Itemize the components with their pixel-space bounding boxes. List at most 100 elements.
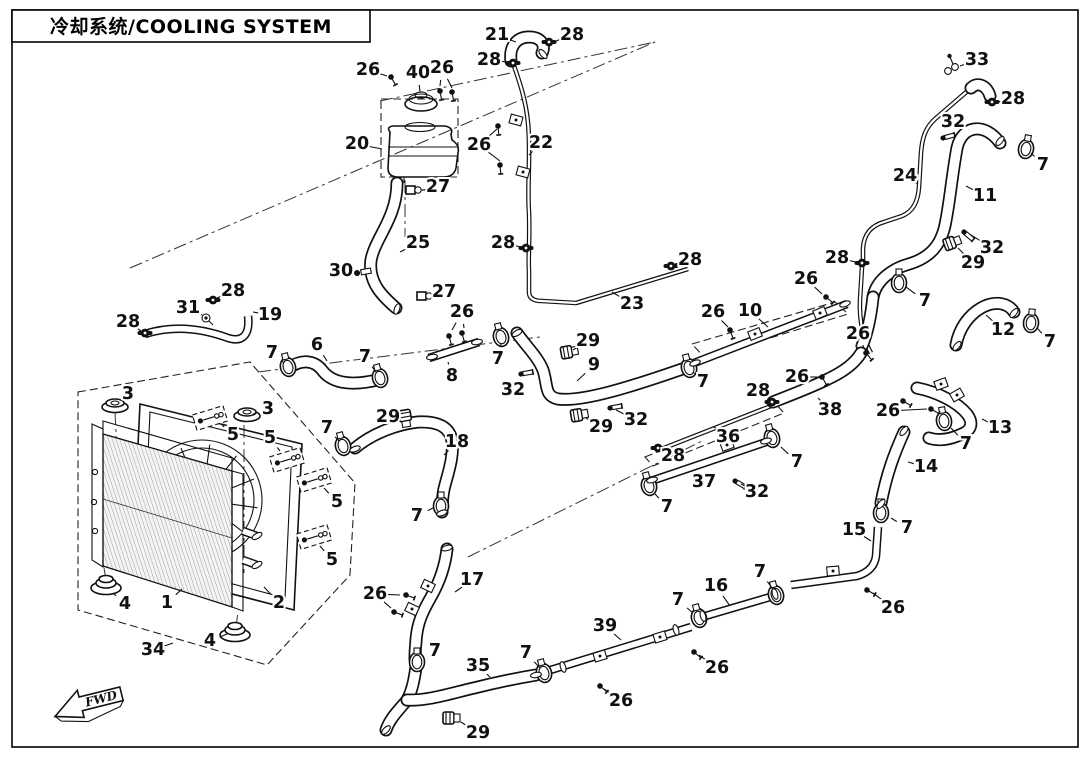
callout-7: 7 (780, 446, 805, 474)
callout-leader (603, 688, 612, 695)
callout-29: 29 (460, 721, 492, 745)
pipe-22 (511, 62, 531, 272)
pipe-23 (526, 266, 689, 306)
callout-leader (872, 592, 884, 602)
callout-26: 26 (783, 365, 817, 389)
callout-leader (890, 517, 898, 523)
callout-leader (905, 286, 916, 295)
callout-leader (863, 536, 872, 542)
callout-leader (970, 234, 983, 243)
callout-number: 23 (620, 294, 644, 314)
callout-number: 18 (445, 432, 469, 452)
callout-7: 7 (950, 427, 974, 456)
callout-number: 3 (122, 384, 134, 404)
radiator-boundary-34 (77, 361, 356, 666)
callout-number: 12 (991, 320, 1015, 340)
callout-32: 32 (499, 378, 527, 402)
callout-35: 35 (464, 654, 492, 678)
callout-7: 7 (654, 493, 675, 519)
callout-number: 5 (331, 492, 343, 512)
callout-17: 17 (454, 568, 486, 593)
callout-9: 9 (576, 353, 602, 382)
callout-leader (334, 436, 340, 442)
hose-38 (768, 348, 866, 407)
callout-number: 7 (754, 562, 766, 582)
part-bolt (497, 162, 504, 175)
callout-leader (996, 100, 1002, 103)
callout-26: 26 (874, 399, 928, 423)
callout-number: 29 (466, 723, 490, 743)
callout-6: 6 (309, 333, 328, 362)
callout-22: 22 (527, 131, 555, 156)
hose-junction (857, 292, 878, 351)
callout-10: 10 (736, 299, 769, 328)
part-bracket (515, 165, 531, 179)
part-clamp (334, 431, 352, 457)
callout-number: 26 (430, 58, 454, 78)
part-bracket (812, 305, 828, 321)
callout-28: 28 (555, 23, 586, 47)
callout-leader (817, 397, 822, 402)
callout-39: 39 (591, 614, 622, 641)
part-coupling (471, 338, 483, 346)
callout-leader (585, 417, 591, 422)
hose-24-top (966, 80, 995, 101)
hose-9 (512, 328, 693, 405)
part-coupling (251, 531, 263, 541)
callout-number: 32 (745, 482, 769, 502)
callout-number: 26 (785, 367, 809, 387)
callout-7: 7 (490, 343, 506, 371)
callout-7: 7 (409, 504, 434, 528)
callout-37: 37 (690, 470, 718, 494)
callout-28: 28 (996, 87, 1027, 111)
callout-leader (198, 312, 203, 316)
callout-leader (418, 84, 421, 93)
callout-number: 40 (406, 63, 430, 83)
callout-29: 29 (957, 247, 987, 275)
callout-26: 26 (428, 56, 456, 89)
callout-leader (862, 344, 865, 349)
part-bolt (863, 350, 875, 363)
callout-number: 7 (1037, 155, 1049, 175)
callout-7: 7 (692, 370, 711, 394)
callout-leader (276, 447, 281, 452)
callout-28: 28 (475, 48, 508, 72)
hardware-layer (90, 37, 1040, 735)
callout-26: 26 (698, 654, 731, 680)
callout-number: 7 (266, 343, 278, 363)
part-clip (201, 313, 214, 326)
radiator-right-tank (231, 470, 244, 612)
callout-number: 5 (326, 550, 338, 570)
callout-leader (499, 343, 502, 348)
callout-number: 8 (446, 366, 458, 386)
part-bolt (446, 333, 454, 347)
callout-leader (422, 188, 427, 191)
part-clamp (763, 423, 781, 449)
callout-1: 1 (159, 588, 183, 615)
callout-number: 15 (842, 520, 866, 540)
callout-leader (221, 424, 225, 428)
callout-18: 18 (443, 430, 471, 456)
callout-leader (721, 320, 729, 328)
part-coupling (952, 340, 962, 352)
part-spring-clamp (505, 58, 521, 68)
callout-leader (488, 151, 501, 162)
callout-number: 28 (1001, 89, 1025, 109)
callout-leader (427, 507, 434, 512)
fwd-arrow: FWD (53, 685, 125, 723)
part-bracket (826, 565, 840, 577)
callout-leader (780, 446, 789, 455)
callout-number: 4 (119, 594, 131, 614)
part-clamp (640, 471, 658, 497)
callout-number: 26 (846, 324, 870, 344)
callout-leader (164, 642, 174, 647)
callout-number: 7 (321, 418, 333, 438)
hose-25 (365, 178, 402, 313)
part-bracket (508, 113, 524, 127)
callout-number: 38 (818, 400, 842, 420)
callout-26: 26 (699, 300, 729, 328)
callout-leader (985, 314, 995, 323)
callout-leader (252, 311, 259, 314)
callout-28: 28 (659, 444, 687, 468)
